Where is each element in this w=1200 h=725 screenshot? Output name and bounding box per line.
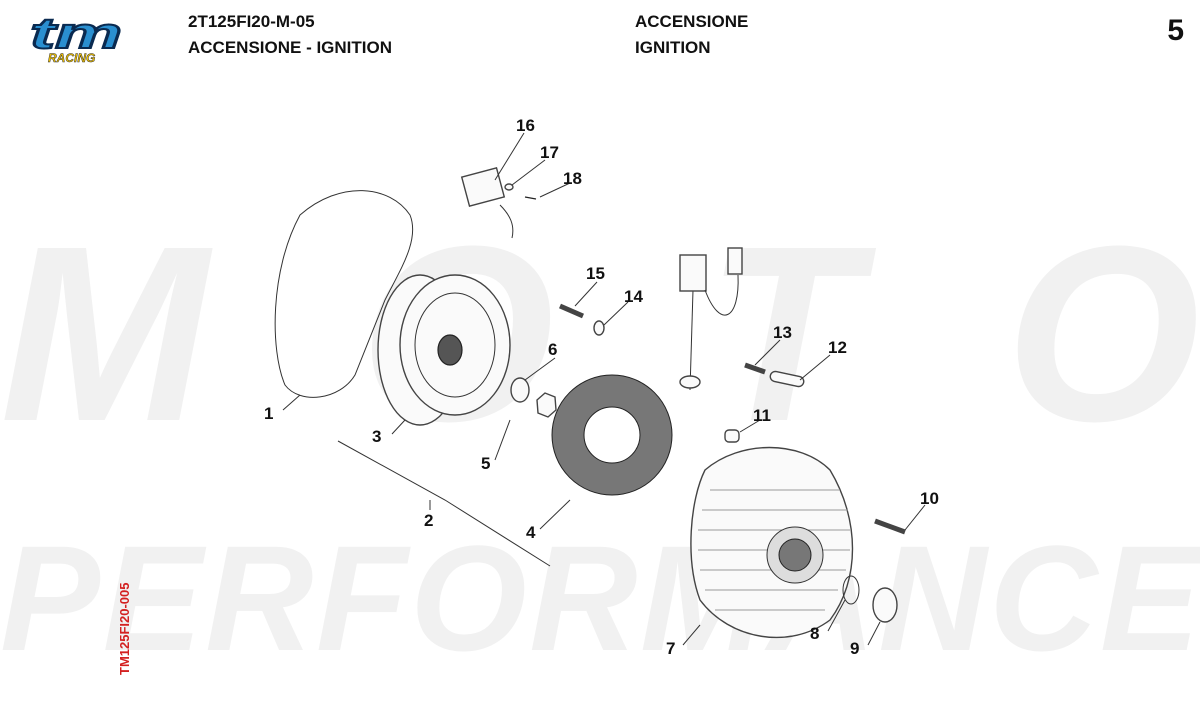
callout-13: 13 [773,323,792,342]
document-title: ACCENSIONE - IGNITION [188,38,393,57]
callout-6: 6 [548,340,557,359]
callout-15: 15 [586,264,605,283]
callout-3: 3 [372,427,381,446]
callout-8: 8 [810,624,819,643]
callout-numbers: 1 2 3 4 5 6 7 8 9 10 11 12 13 14 15 16 1… [264,116,939,658]
tm-racing-logo: tm RACING [28,8,128,65]
washer [510,377,530,403]
watermark-performance: PERFORMANCE [0,514,1200,682]
screw [559,303,584,319]
gasket [274,190,414,398]
callout-18: 18 [563,169,582,188]
callout-14: 14 [624,287,643,306]
nut [536,392,557,418]
stator [551,247,743,496]
callout-2: 2 [424,511,433,530]
section-title-en: IGNITION [635,38,711,57]
regulator [460,166,506,208]
svg-text:RACING: RACING [48,51,95,64]
callout-11: 11 [753,406,771,425]
callout-1: 1 [264,404,273,423]
callout-4: 4 [526,523,536,542]
document-code: 2T125FI20-M-05 [188,12,315,31]
callout-10: 10 [920,489,939,508]
page-number: 5 [1167,14,1184,47]
section-title-it: ACCENSIONE [635,12,749,31]
flywheel-rotor [377,274,511,426]
callout-7: 7 [666,639,675,658]
drawing-code: TM125FI20-005 [117,582,132,676]
callout-9: 9 [850,639,859,658]
callout-16: 16 [516,116,535,135]
plug [872,587,898,623]
callout-17: 17 [540,143,559,162]
callout-5: 5 [481,454,490,473]
callout-12: 12 [828,338,847,357]
ignition-cover [690,446,854,639]
svg-text:tm: tm [30,12,122,58]
leader-lines [282,132,926,646]
